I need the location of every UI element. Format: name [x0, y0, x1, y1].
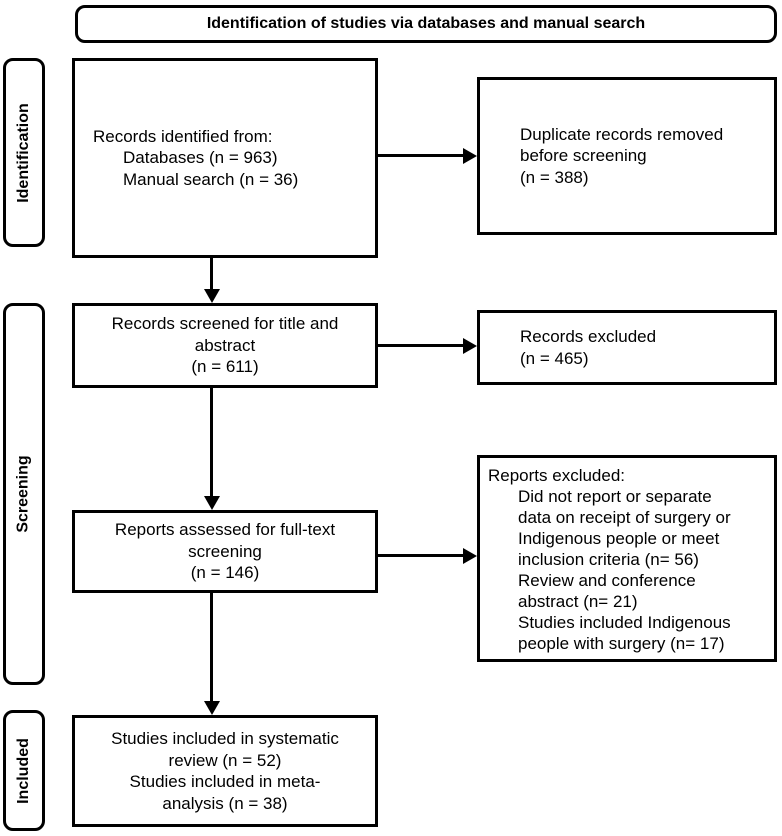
- stage-label-screening: Screening: [3, 303, 45, 685]
- box-line: Reports assessed for full-text: [114, 520, 336, 540]
- box-line: Indigenous people or meet: [518, 529, 720, 548]
- box-line: (n = 146): [190, 563, 260, 583]
- box-line: review (n = 52): [168, 750, 282, 770]
- box-line: (n = 465): [520, 348, 589, 368]
- box-line: Records excluded: [520, 327, 657, 346]
- box-line: abstract (n= 21): [518, 592, 638, 611]
- stage-label-identification: Identification: [3, 58, 45, 247]
- box-line: Studies included Indigenous: [518, 613, 731, 632]
- box-line: Did not report or separate: [518, 487, 712, 506]
- records-screened-box: Records screened for title and abstract …: [72, 303, 378, 388]
- box-line: (n = 611): [191, 357, 259, 377]
- box-line: Reports excluded:: [488, 466, 626, 485]
- diagram-title-text: Identification of studies via databases …: [206, 15, 646, 33]
- box-line: Studies included in meta-: [129, 772, 321, 791]
- arrow-identified-to-screened: [210, 258, 213, 289]
- stage-label-screening-text: Screening: [15, 455, 33, 533]
- box-line: Studies included in systematic: [111, 729, 339, 748]
- box-line: inclusion criteria (n= 56): [518, 550, 699, 569]
- box-line: before screening: [520, 146, 647, 166]
- box-line: Duplicate records removed: [520, 124, 724, 144]
- box-line: Databases (n = 963): [123, 148, 278, 168]
- box-line: people with surgery (n= 17): [518, 634, 725, 653]
- box-line: analysis (n = 38): [162, 793, 288, 813]
- duplicates-removed-box: Duplicate records removed before screeni…: [477, 77, 777, 235]
- box-line: abstract: [194, 335, 256, 355]
- studies-included-box: Studies included in systematic review (n…: [72, 715, 378, 827]
- box-line: Review and conference: [518, 571, 696, 590]
- arrow-assessed-to-excluded: [378, 554, 463, 557]
- box-line: Records screened for title and: [111, 314, 339, 334]
- arrow-assessed-to-included: [210, 593, 213, 701]
- arrow-screened-to-excluded: [378, 344, 463, 347]
- records-identified-box: Records identified from: Databases (n = …: [72, 58, 378, 258]
- stage-label-identification-text: Identification: [15, 102, 32, 203]
- diagram-title: Identification of studies via databases …: [75, 5, 777, 43]
- stage-label-included: Included: [3, 710, 45, 831]
- box-line: Manual search (n = 36): [123, 169, 299, 189]
- box-line: Records identified from:: [93, 126, 273, 146]
- reports-excluded-box: Reports excluded: Did not report or sepa…: [477, 455, 777, 662]
- reports-assessed-box: Reports assessed for full-text screening…: [72, 510, 378, 593]
- box-line: screening: [188, 541, 262, 561]
- arrow-screened-to-assessed: [210, 388, 213, 496]
- arrow-identified-to-duplicates: [378, 154, 463, 157]
- box-line: (n = 388): [520, 167, 589, 187]
- stage-label-included-text: Included: [15, 737, 32, 804]
- records-excluded-box: Records excluded (n = 465): [477, 310, 777, 385]
- box-line: data on receipt of surgery or: [518, 508, 731, 527]
